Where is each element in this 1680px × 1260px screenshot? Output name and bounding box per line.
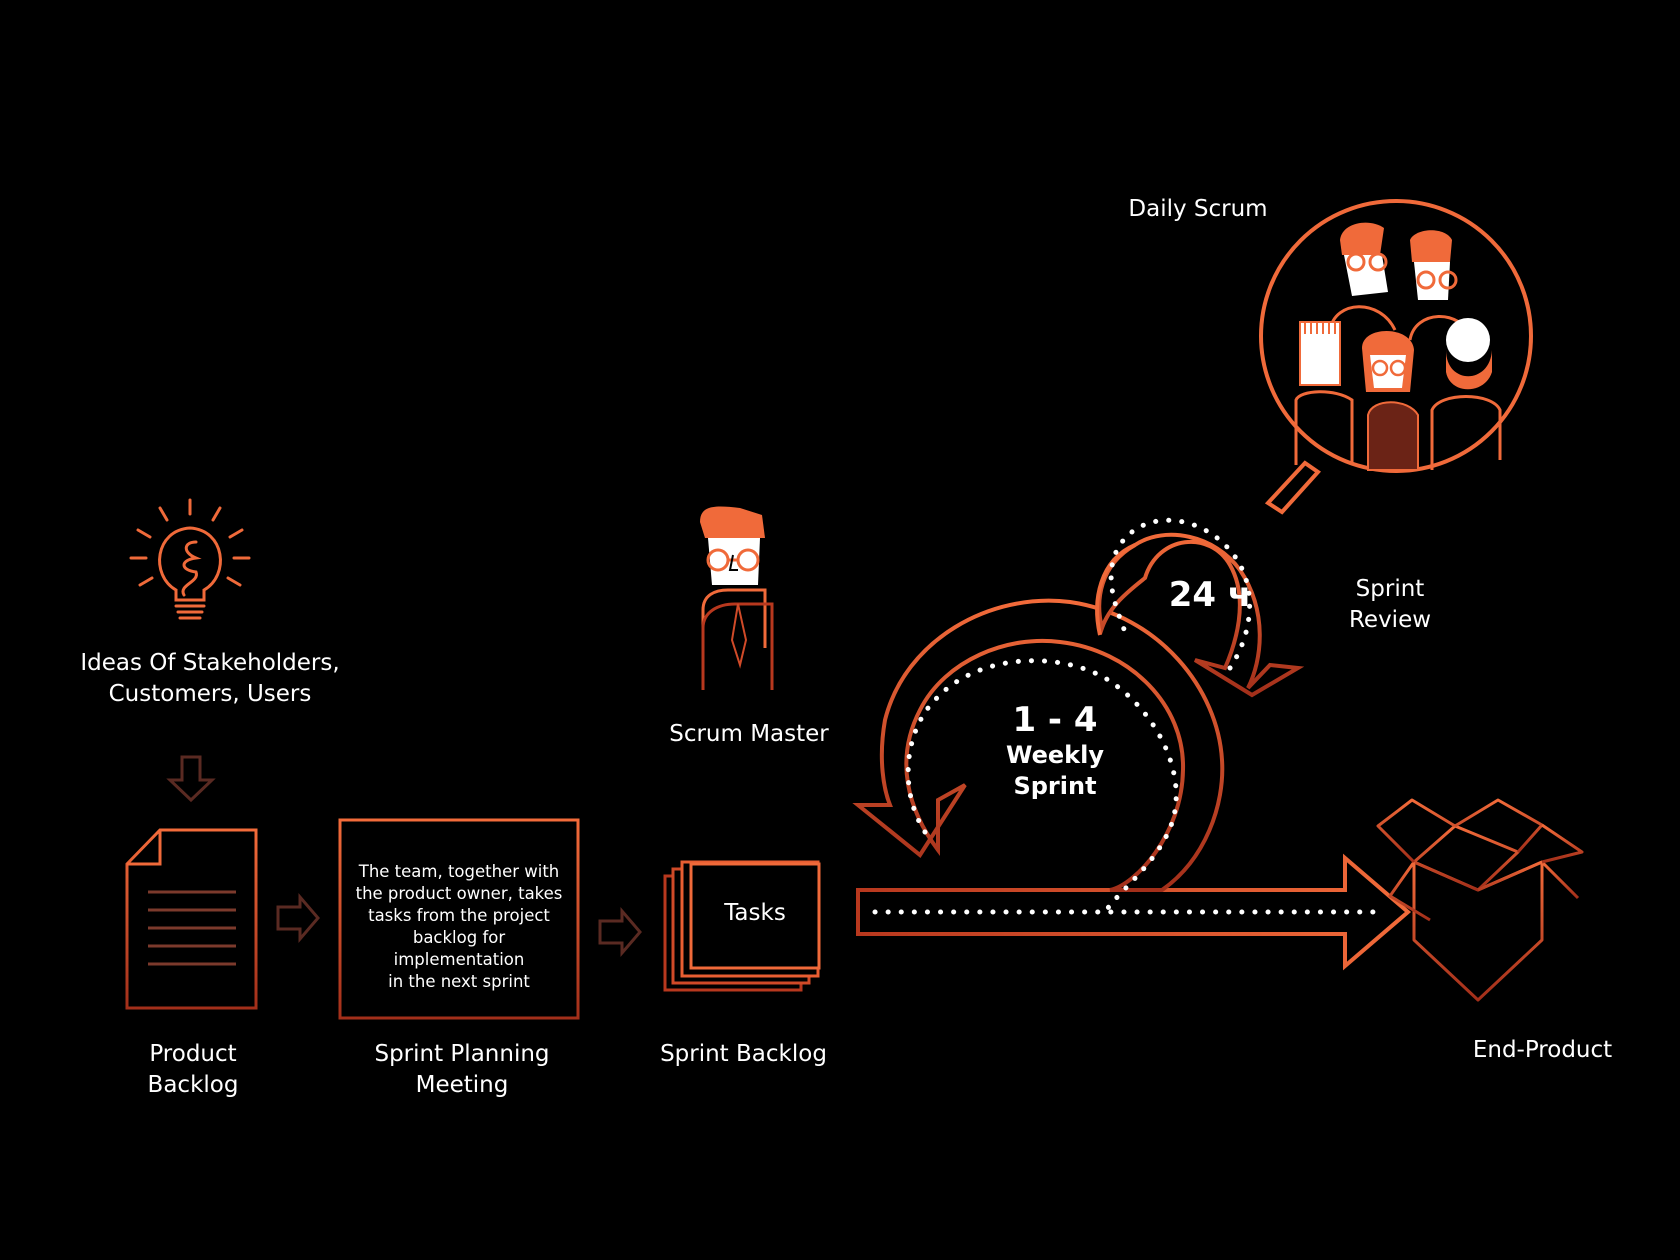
daily-scrum-pointer [1264, 460, 1322, 515]
product-backlog-label: Product Backlog [113, 1039, 273, 1101]
product-backlog-label-line2: Backlog [147, 1072, 239, 1098]
arrow-right-icon [598, 906, 642, 958]
scrum-master-label: Scrum Master [669, 721, 829, 747]
sprint-duration-unit: Weekly [1005, 741, 1104, 769]
sprint-backlog-label: Sprint Backlog [660, 1041, 827, 1067]
arrow-right-icon [276, 892, 320, 944]
daily-cycle-label: 24 ч [1168, 575, 1252, 615]
product-backlog-label-line1: Product [149, 1041, 237, 1067]
planning-text-line: tasks from the project [368, 906, 550, 925]
sprint-planning-label-line2: Meeting [415, 1072, 509, 1098]
sprint-planning-label: Sprint Planning Meeting [352, 1039, 572, 1101]
sprint-review-label: Sprint Review [1330, 574, 1450, 636]
planning-text-line: in the next sprint [388, 972, 530, 991]
arrow-down-icon [166, 755, 216, 803]
scrum-master-figure [700, 506, 774, 690]
sprint-review-label-line2: Review [1348, 607, 1432, 633]
document-icon [125, 828, 258, 1010]
planning-text-line: The team, together with [358, 862, 560, 881]
sprint-review-label-line1: Sprint [1355, 576, 1425, 602]
sprint-planning-description: The team, together with the product owne… [348, 861, 570, 993]
end-product-label: End-Product [1472, 1037, 1613, 1063]
sprint-cycle-arrow [852, 598, 1225, 892]
open-box-icon [1376, 798, 1584, 1002]
task-cards-icon [663, 860, 821, 992]
ideas-label: Ideas Of Stakeholders, Customers, Users [80, 648, 340, 710]
sprint-flow-arrow [856, 853, 1412, 971]
sprint-planning-box [338, 818, 580, 1020]
planning-text-line: the product owner, takes [355, 884, 563, 903]
lightbulb-icon [129, 498, 251, 620]
daily-scrum-team-icon [1259, 199, 1533, 473]
tasks-label: Tasks [724, 900, 786, 926]
ideas-label-line2: Customers, Users [108, 681, 312, 707]
dotted-flow-path [872, 517, 1383, 915]
sprint-planning-label-line1: Sprint Planning [374, 1041, 550, 1067]
ideas-label-line1: Ideas Of Stakeholders, [80, 650, 340, 676]
sprint-label: Sprint [1013, 772, 1097, 800]
sprint-duration-value: 1 - 4 [1012, 700, 1098, 740]
planning-text-line: backlog for implementation [393, 928, 525, 969]
daily-scrum-label: Daily Scrum [1128, 196, 1268, 222]
